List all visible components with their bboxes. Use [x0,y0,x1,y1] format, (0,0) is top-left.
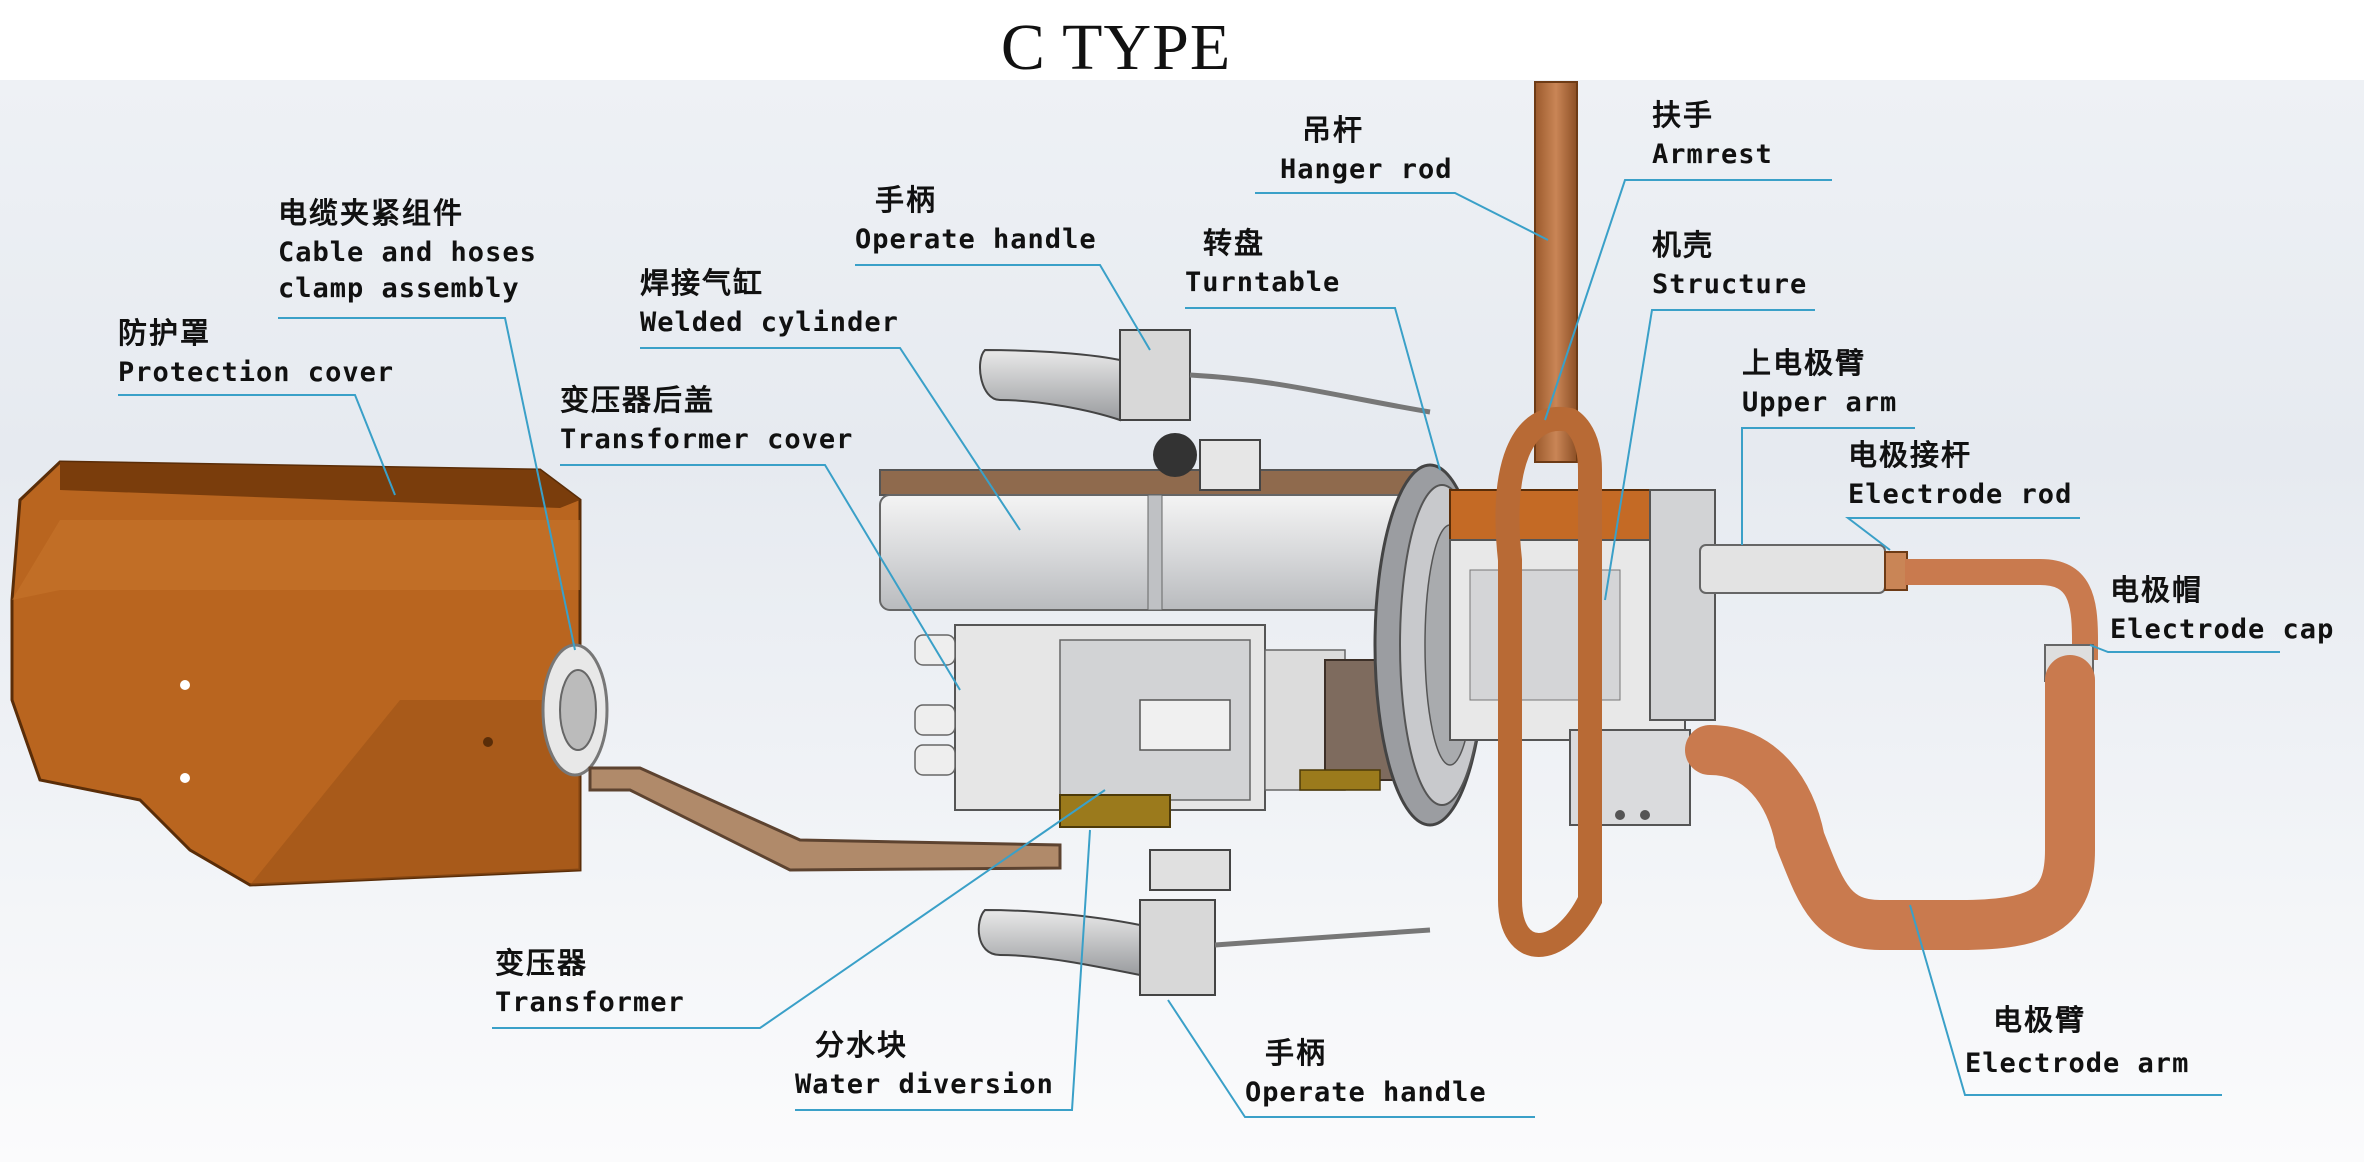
transformer-part [914,624,1406,828]
label-hanger-rod-en: Hanger rod [1280,153,1453,185]
operate-handle-bottom-part [977,849,1431,996]
leader-lines [118,179,2280,1118]
welded-cylinder-part [879,469,1441,611]
label-cable-clamp-en-1: Cable and hoses [278,236,537,268]
label-electrode-rod-en: Electrode rod [1848,478,2073,510]
electrode-rod-part [1905,559,2098,660]
label-welded-cylinder-en: Welded cylinder [640,306,899,338]
label-upper-arm-en: Upper arm [1742,386,1898,418]
leader-hanger-rod [1255,192,1549,241]
label-protection-cover-en: Protection cover [118,356,395,388]
protection-cover-part [10,460,609,887]
label-operate-handle-top-zh: 手柄 [875,183,938,217]
label-armrest-en: Armrest [1652,138,1773,170]
label-electrode-arm: 电极臂 Electrode arm [1965,1003,2190,1079]
label-armrest-zh: 扶手 [1652,98,1715,132]
leader-welded-cylinder [640,347,1021,531]
leader-electrode-arm [1909,904,2222,1096]
label-electrode-arm-zh: 电极臂 [1993,1003,2087,1037]
label-welded-cylinder-zh: 焊接气缸 [640,266,765,300]
label-transformer-en: Transformer [495,986,685,1018]
label-structure: 机壳 Structure [1652,228,1808,300]
leader-cable-clamp [278,317,576,651]
label-operate-handle-bottom: 手柄 Operate handle [1245,1036,1487,1108]
label-water-diversion-en: Water diversion [795,1068,1054,1100]
label-transformer-cover: 变压器后盖 Transformer cover [560,383,854,455]
upper-arm-part [1699,544,1908,594]
label-operate-handle-bottom-en: Operate handle [1245,1076,1487,1108]
leader-electrode-rod [1845,517,2080,551]
leader-upper-arm [1741,427,1915,545]
label-transformer-cover-en: Transformer cover [560,423,854,455]
leader-transformer [492,789,1106,1029]
label-upper-arm-zh: 上电极臂 [1742,346,1867,380]
label-armrest: 扶手 Armrest [1652,98,1773,170]
label-water-diversion-zh: 分水块 [815,1028,909,1062]
label-electrode-cap: 电极帽 Electrode cap [2110,573,2335,645]
bus-bar [588,766,1062,872]
label-protection-cover-zh: 防护罩 [118,316,212,350]
label-transformer: 变压器 Transformer [495,946,685,1018]
label-electrode-rod: 电极接杆 Electrode rod [1848,438,2073,510]
leader-turntable [1185,307,1441,471]
operate-handle-top-part [979,329,1431,491]
leader-protection-cover [118,394,396,496]
label-welded-cylinder: 焊接气缸 Welded cylinder [640,266,899,338]
armrest-part [1495,406,1602,957]
diagram-title: C TYPE [1000,11,1232,84]
label-structure-en: Structure [1652,268,1808,300]
leader-water-diversion [795,829,1091,1111]
label-structure-zh: 机壳 [1652,228,1715,262]
label-hanger-rod-zh: 吊杆 [1302,113,1365,147]
leader-armrest [1544,179,1832,421]
label-operate-handle-top: 手柄 Operate handle [855,183,1097,255]
label-cable-clamp: 电缆夹紧组件 Cable and hoses clamp assembly [278,196,537,304]
label-cable-clamp-zh: 电缆夹紧组件 [278,196,465,230]
label-operate-handle-bottom-zh: 手柄 [1265,1036,1328,1070]
label-electrode-rod-zh: 电极接杆 [1848,438,1973,472]
electrode-arm-part [1685,655,2095,950]
leader-operate-handle-top [855,264,1151,351]
label-transformer-cover-zh: 变压器后盖 [560,383,716,417]
label-electrode-arm-en: Electrode arm [1965,1047,2190,1079]
label-electrode-cap-en: Electrode cap [2110,613,2335,645]
label-hanger-rod: 吊杆 Hanger rod [1280,113,1453,185]
label-cable-clamp-en-2: clamp assembly [278,272,520,304]
label-upper-arm: 上电极臂 Upper arm [1742,346,1898,418]
label-transformer-zh: 变压器 [495,946,589,980]
leader-transformer-cover [560,464,961,691]
label-turntable-en: Turntable [1185,266,1341,298]
label-electrode-cap-zh: 电极帽 [2110,573,2204,607]
label-turntable: 转盘 Turntable [1185,226,1341,298]
leader-electrode-cap [2089,644,2280,653]
leader-operate-handle-bottom [1167,999,1535,1118]
hanger-rod-part [1534,81,1578,463]
label-turntable-zh: 转盘 [1203,226,1266,260]
label-protection-cover: 防护罩 Protection cover [118,316,395,388]
label-water-diversion: 分水块 Water diversion [795,1028,1054,1100]
label-operate-handle-top-en: Operate handle [855,223,1097,255]
leader-structure [1604,309,1815,601]
